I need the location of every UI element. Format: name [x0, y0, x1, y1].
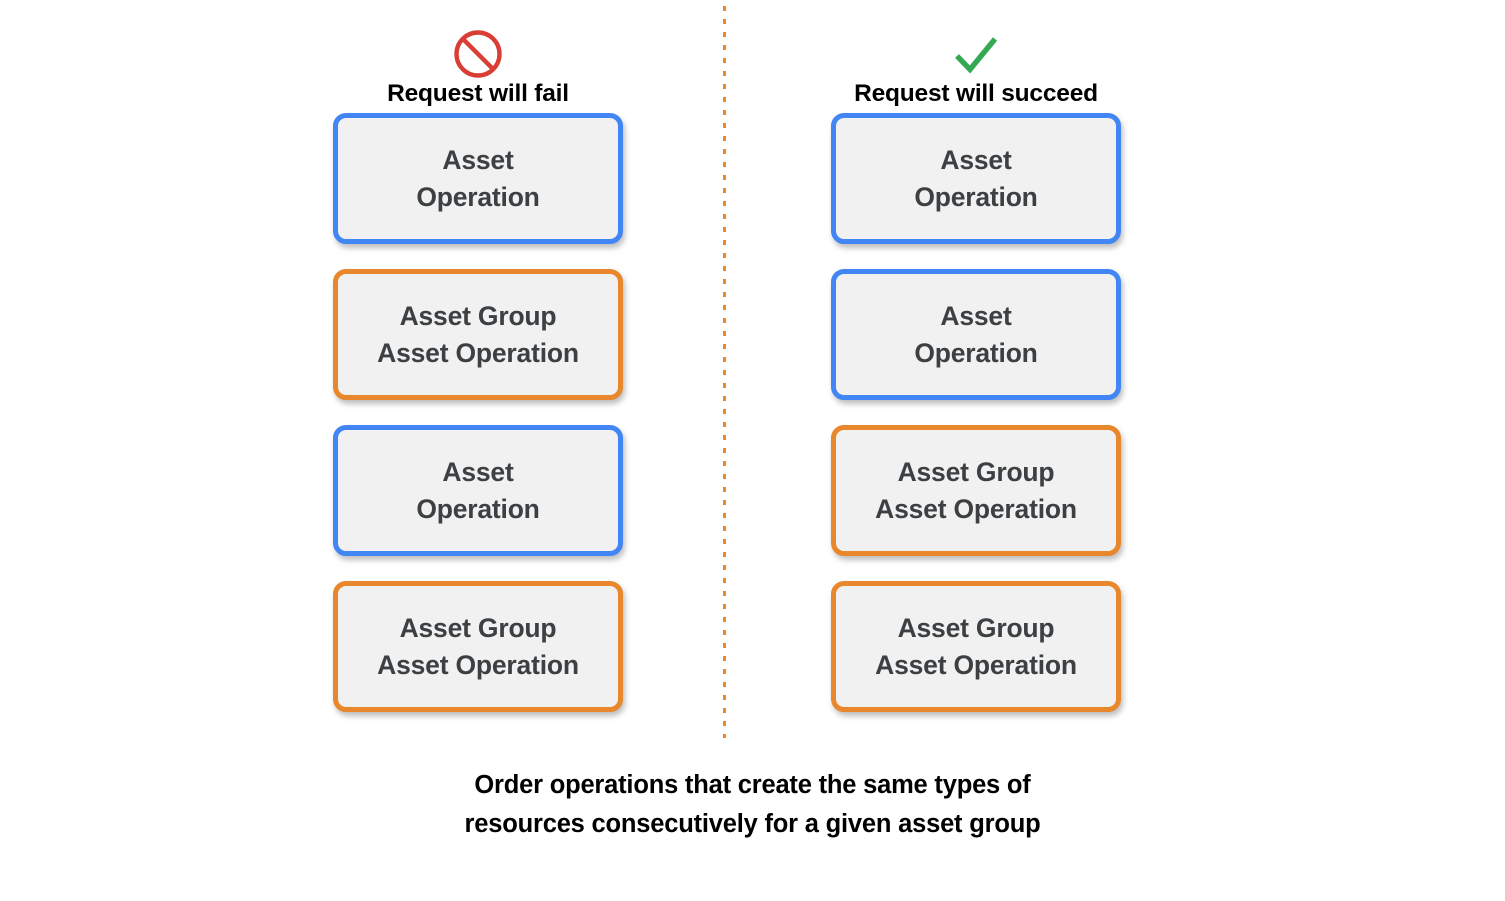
- operation-box[interactable]: Asset Operation: [831, 113, 1121, 244]
- operation-box-text: Asset Group Asset Operation: [377, 613, 579, 680]
- columns-container: Request will fail Asset Operation Asset …: [333, 0, 1121, 712]
- operation-box-text: Asset Operation: [914, 145, 1038, 212]
- operation-box[interactable]: Asset Operation: [333, 113, 623, 244]
- operation-box[interactable]: Asset Group Asset Operation: [831, 425, 1121, 556]
- checkmark-icon: [955, 36, 998, 74]
- operation-box[interactable]: Asset Group Asset Operation: [333, 269, 623, 400]
- operation-box[interactable]: Asset Group Asset Operation: [333, 581, 623, 712]
- box-stack-fail: Asset Operation Asset Group Asset Operat…: [333, 113, 623, 712]
- operation-box[interactable]: Asset Group Asset Operation: [831, 581, 1121, 712]
- operation-box-text: Asset Operation: [416, 145, 540, 212]
- box-stack-succeed: Asset Operation Asset Operation Asset Gr…: [831, 113, 1121, 712]
- column-fail: Request will fail Asset Operation Asset …: [333, 0, 623, 712]
- column-header-fail: Request will fail: [333, 0, 623, 113]
- prohibition-icon: [454, 29, 502, 78]
- operation-box-text: Asset Group Asset Operation: [377, 301, 579, 368]
- column-succeed: Request will succeed Asset Operation Ass…: [831, 0, 1121, 712]
- operation-box[interactable]: Asset Operation: [333, 425, 623, 556]
- column-header-succeed: Request will succeed: [831, 0, 1121, 113]
- operation-box-text: Asset Operation: [914, 301, 1038, 368]
- operation-box-text: Asset Group Asset Operation: [875, 457, 1077, 524]
- diagram-caption: Order operations that create the same ty…: [464, 771, 1041, 838]
- column-header-label-succeed: Request will succeed: [854, 79, 1098, 107]
- operation-box[interactable]: Asset Operation: [831, 269, 1121, 400]
- column-header-label-fail: Request will fail: [387, 79, 569, 107]
- column-divider: [723, 6, 726, 738]
- operation-box-text: Asset Operation: [416, 457, 540, 524]
- operation-box-text: Asset Group Asset Operation: [875, 613, 1077, 680]
